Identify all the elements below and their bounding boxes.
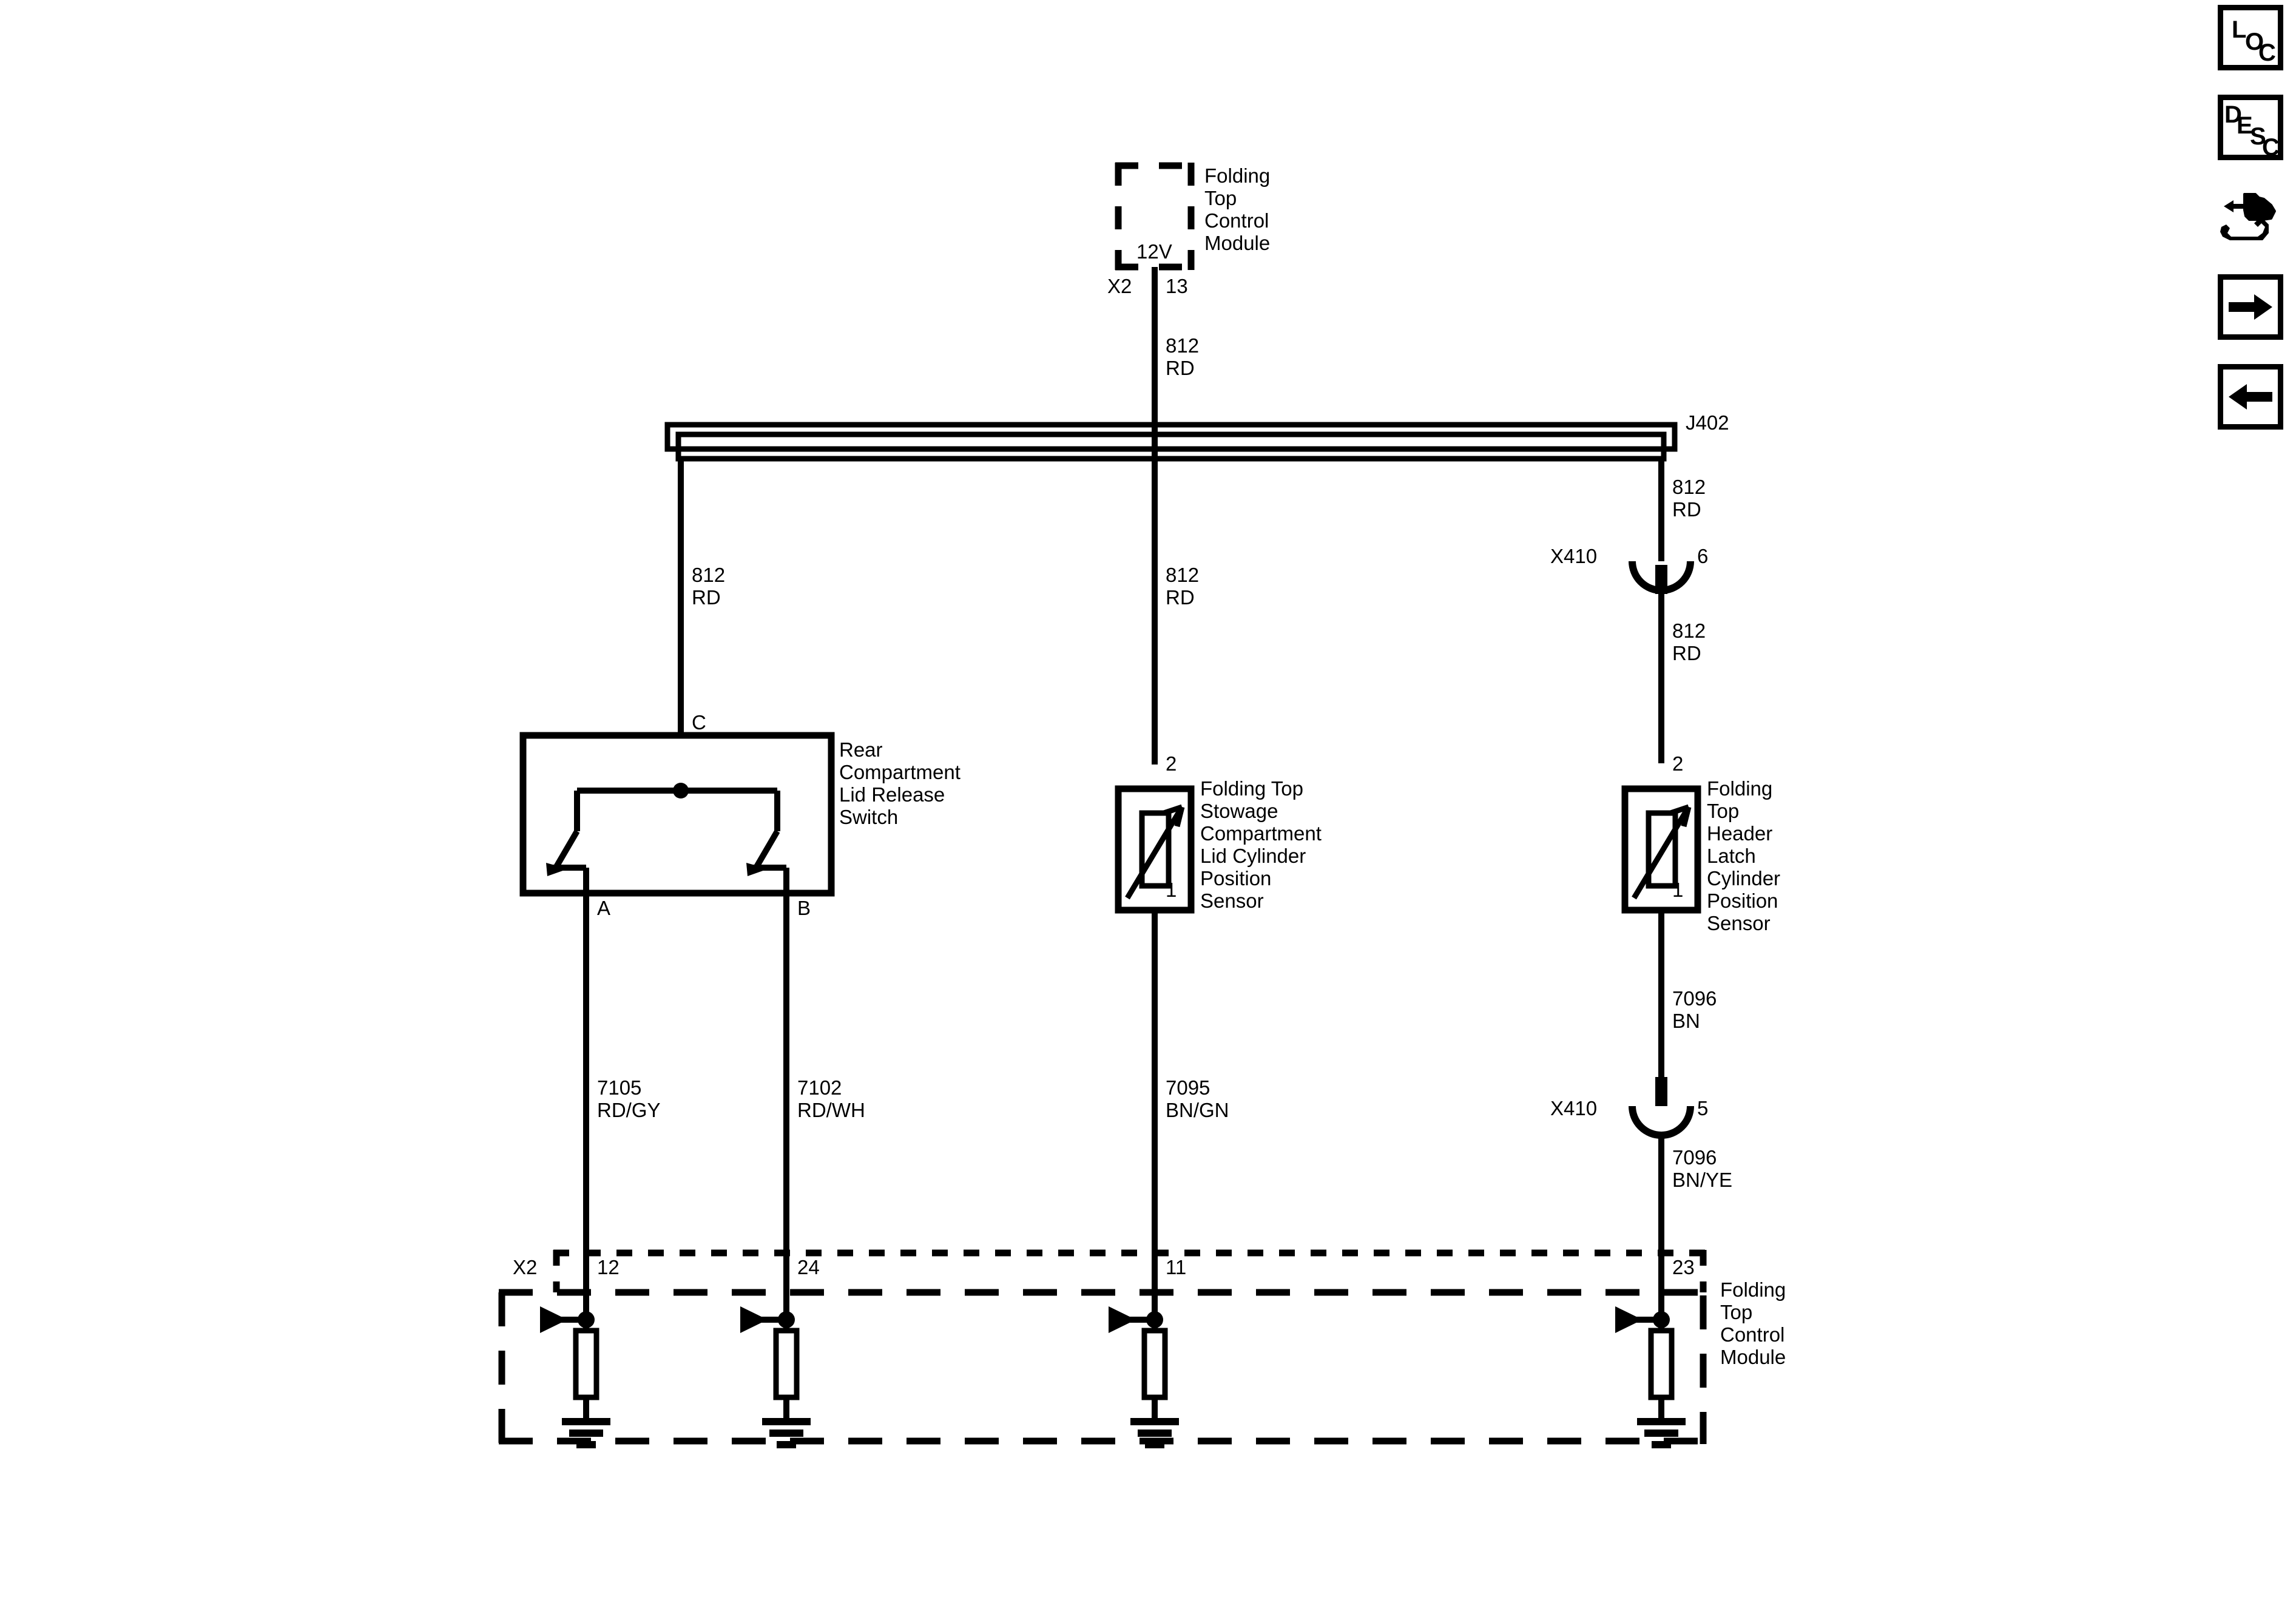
module-input-leg-11 — [1109, 1259, 1179, 1448]
previous-button[interactable] — [2218, 364, 2283, 430]
connector-label-x410-lower: X410 — [1550, 1097, 1598, 1119]
bottom-module-pin-24: 24 — [797, 1256, 820, 1278]
bottom-connector-x2-outline — [553, 1249, 1707, 1292]
stowage-sensor-symbol — [1115, 785, 1195, 914]
splice-label-j402: J402 — [1686, 411, 1729, 434]
module-input-leg-12 — [540, 1259, 610, 1448]
connector-x410-pin6 — [1629, 561, 1694, 594]
switch-terminal-a: A — [597, 897, 611, 919]
loc-text-glyph: L O C — [2232, 16, 2276, 66]
desc-text-glyph: D E S C — [2224, 101, 2280, 161]
bottom-module-pin-11: 11 — [1166, 1256, 1187, 1278]
arrow-left-icon — [2229, 384, 2272, 410]
release-switch-symbol — [519, 732, 835, 897]
hand-wrench-button[interactable] — [2218, 184, 2283, 250]
header-latch-sensor-symbol — [1621, 785, 1701, 914]
top-module-connector-id: X2 — [1107, 275, 1132, 297]
switch-terminal-c: C — [692, 711, 706, 734]
hand-wrench-icon — [2220, 193, 2276, 240]
bottom-module-outline — [498, 1289, 1707, 1445]
next-button[interactable] — [2218, 274, 2283, 340]
connector-label-x410-upper: X410 — [1550, 545, 1598, 567]
module-input-leg-23 — [1615, 1259, 1686, 1448]
bottom-connector-id: X2 — [513, 1256, 538, 1278]
bottom-module-pin-23: 23 — [1672, 1256, 1695, 1278]
top-module-voltage: 12V — [1136, 240, 1172, 263]
stowage-sensor-pin-bottom: 1 — [1166, 879, 1177, 901]
loc-button[interactable]: L O C — [2218, 5, 2283, 70]
top-module-outline — [1115, 162, 1195, 271]
splice-j402 — [664, 422, 1678, 462]
top-module-pin: 13 — [1166, 275, 1188, 297]
connector-pin-x410-upper: 6 — [1697, 545, 1709, 567]
arrow-right-icon — [2229, 294, 2272, 320]
connector-pin-x410-lower: 5 — [1697, 1097, 1709, 1119]
stowage-sensor-pin-top: 2 — [1166, 752, 1177, 775]
module-input-leg-24 — [740, 1259, 811, 1448]
bottom-module-pin-12: 12 — [597, 1256, 620, 1278]
desc-button[interactable]: D E S C — [2218, 95, 2283, 161]
switch-terminal-b: B — [797, 897, 811, 919]
header-latch-sensor-pin-bottom: 1 — [1672, 879, 1684, 901]
header-latch-sensor-pin-top: 2 — [1672, 752, 1684, 775]
connector-x410-pin5 — [1629, 1077, 1694, 1139]
